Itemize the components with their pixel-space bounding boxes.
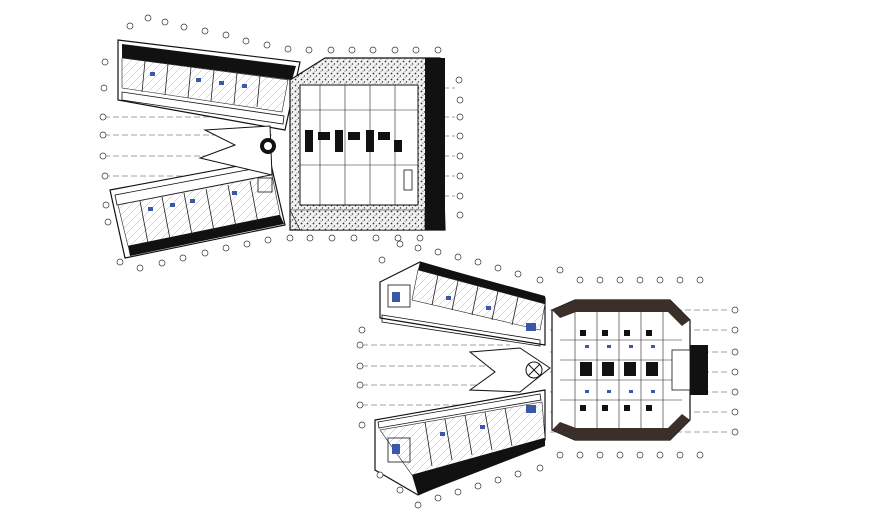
lower-floor-plan [356,240,739,509]
lower-grid-bubbles [356,240,739,509]
upper-core-block [289,57,446,231]
lower-core-block [551,299,708,441]
upper-grid-bubbles [99,14,464,272]
upper-top-wing [117,39,301,131]
lower-center-hub [468,347,551,393]
upper-floor-plan [99,14,464,272]
upper-bottom-wing [109,159,286,259]
lower-bottom-wing [374,389,546,496]
lower-top-wing [379,261,546,347]
upper-center-hub [198,125,276,176]
